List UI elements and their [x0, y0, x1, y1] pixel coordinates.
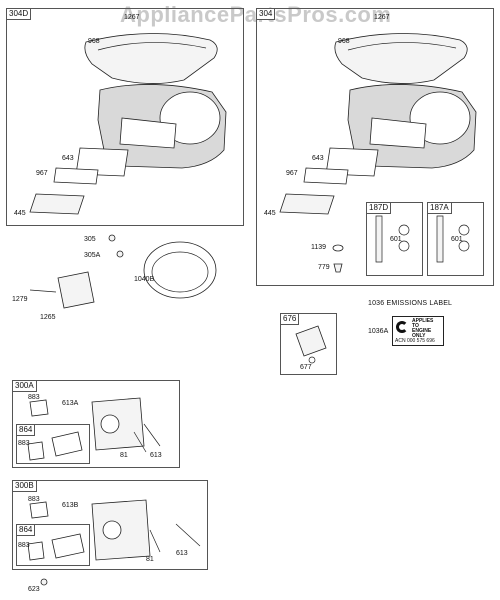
group-box-304d [6, 8, 244, 226]
label-883-300b-gasket: 883 [18, 542, 30, 549]
label-1267-left: 1267 [124, 14, 140, 21]
group-tag-300a: 300A [12, 380, 37, 392]
group-box-187a [427, 202, 484, 276]
label-643-left: 643 [62, 155, 74, 162]
label-968-left: 968 [88, 38, 100, 45]
label-967-right: 967 [286, 170, 298, 177]
group-tag-676: 676 [280, 313, 300, 325]
group-box-864-a [16, 424, 90, 464]
label-305a: 305A [84, 252, 101, 259]
group-tag-300b: 300B [12, 480, 37, 492]
bracket-676 [295, 325, 327, 357]
label-967-left [53, 167, 99, 185]
label-601-187a: 601 [451, 236, 463, 243]
grille-445-right [279, 193, 335, 215]
tube-187a [436, 215, 444, 263]
label-643-right: 643 [312, 155, 324, 162]
panel-643-left [75, 147, 129, 177]
label-883-300a-top: 883 [28, 394, 40, 401]
blower-cover-left [84, 33, 218, 84]
label-1040b: 1040B [134, 276, 155, 283]
emissions-label-sticker: APPLIES TO ENGINE ONLY ACN 000 575 696 [392, 316, 444, 346]
emissions-line-2: TO [412, 323, 419, 329]
emissions-line-4: ONLY [412, 333, 426, 339]
panel-643-right [325, 147, 379, 177]
group-tag-864-b: 864 [16, 524, 36, 536]
guard-1040b [143, 241, 217, 299]
emissions-line-3: ENGINE [412, 328, 432, 334]
label-445-left: 445 [14, 210, 26, 217]
label-305: 305 [84, 236, 96, 243]
label-1265: 1265 [40, 314, 56, 321]
label-613-300a: 613 [150, 452, 162, 459]
label-613b: 613B [62, 502, 79, 509]
label-613-300b: 613 [176, 550, 188, 557]
label-601-187d: 601 [390, 236, 402, 243]
label-883-300a-gasket: 883 [18, 440, 30, 447]
label-1279: 1279 [12, 296, 28, 303]
label-81-300a: 81 [120, 452, 128, 459]
emissions-c-icon [396, 321, 408, 333]
grille-445-left [29, 193, 85, 215]
group-box-300a [12, 380, 180, 468]
group-tag-187d: 187D [366, 202, 392, 214]
label-1139: 1139 [311, 244, 327, 251]
watermark: AppliancePartsPros.com [120, 2, 391, 28]
group-tag-304: 304 [256, 8, 276, 20]
label-967-right [303, 167, 349, 185]
emissions-line-1: APPLIES [412, 318, 434, 324]
label-623: 623 [28, 586, 40, 593]
label-1036a: 1036A [368, 328, 389, 335]
group-box-864-b [16, 524, 90, 566]
group-tag-187a: 187A [427, 202, 452, 214]
label-1267-right: 1267 [374, 14, 390, 21]
label-81-300b: 81 [146, 556, 154, 563]
group-tag-864-a: 864 [16, 424, 36, 436]
group-box-300b [12, 480, 208, 570]
group-tag-304d: 304D [6, 8, 32, 20]
group-box-304 [256, 8, 494, 286]
label-677: 677 [300, 364, 312, 371]
label-968-right: 968 [338, 38, 350, 45]
label-967-left: 967 [36, 170, 48, 177]
group-box-676 [280, 313, 337, 375]
tube-187d [375, 215, 383, 263]
label-613a: 613A [62, 400, 79, 407]
group-box-187d [366, 202, 423, 276]
plate-1265 [57, 271, 95, 309]
emissions-code: ACN 000 575 696 [395, 338, 435, 344]
emissions-label-title: 1036 EMISSIONS LABEL [368, 300, 453, 307]
label-445-right: 445 [264, 210, 276, 217]
blower-cover-right [334, 33, 468, 84]
label-883-300b-top: 883 [28, 496, 40, 503]
label-779: 779 [318, 264, 330, 271]
